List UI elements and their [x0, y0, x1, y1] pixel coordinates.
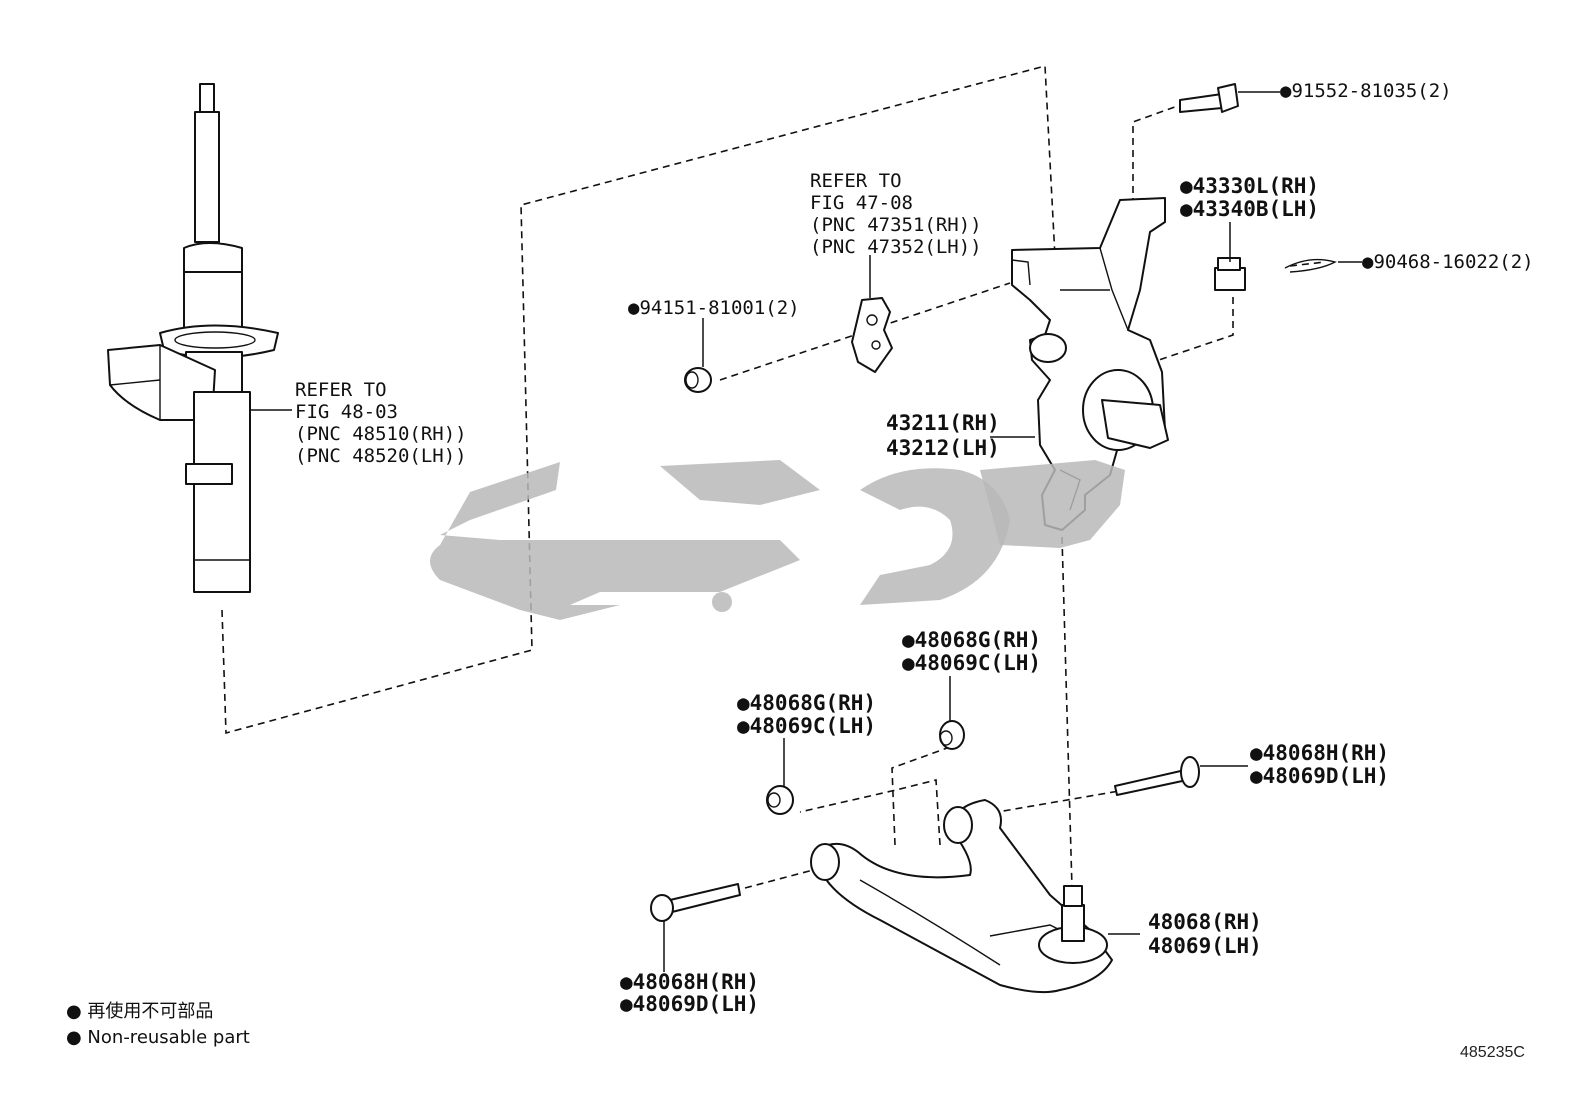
sensor-ref-line-3: (PNC 47351(RH))	[810, 214, 982, 236]
callout-sensor-ref: REFER TO FIG 47-08 (PNC 47351(RH)) (PNC …	[810, 170, 982, 258]
brand-logo-watermark	[430, 460, 1125, 620]
assembly-dashed-lines	[221, 64, 1326, 889]
legend-line-english: ● Non-reusable part	[66, 1027, 250, 1048]
callout-lower-arm-lh: 48069(LH)	[1148, 934, 1262, 958]
bolt-right	[1114, 756, 1200, 796]
castle-nut	[1214, 257, 1246, 291]
lower-control-arm	[810, 799, 1113, 994]
bushing-left	[766, 785, 794, 815]
legend: ● 再使用不可部品 ● Non-reusable part	[66, 1001, 250, 1048]
strut-ref-line-2: FIG 48-03	[295, 401, 398, 423]
legend-line-japanese: ● 再使用不可部品	[66, 1001, 213, 1022]
callout-bolt-bottom-lh: ●48069D(LH)	[620, 992, 759, 1016]
callout-knuckle-rh: 43211(RH)	[886, 411, 1000, 435]
callout-bolt-right-rh: ●48068H(RH)	[1250, 741, 1389, 765]
bolt-top	[1179, 83, 1280, 113]
sensor-ref-line-4: (PNC 47352(LH))	[810, 236, 982, 258]
callout-nut-bracket-lh: ●43340B(LH)	[1180, 197, 1319, 221]
small-nut	[684, 367, 712, 393]
callout-strut-ref: REFER TO FIG 48-03 (PNC 48510(RH)) (PNC …	[295, 379, 467, 467]
bushing-upper	[939, 720, 965, 750]
strut-ref-line-1: REFER TO	[295, 379, 387, 401]
callout-cotter-pin: ●90468-16022(2)	[1362, 251, 1534, 273]
callout-lower-arm-rh: 48068(RH)	[1148, 910, 1262, 934]
callout-nut-bracket-rh: ●43330L(RH)	[1180, 174, 1319, 198]
callout-knuckle-lh: 43212(LH)	[886, 436, 1000, 460]
callout-bushing-upper-rh: ●48068G(RH)	[902, 628, 1041, 652]
leader-lines	[250, 222, 1248, 972]
callout-bolt-bottom-rh: ●48068H(RH)	[620, 970, 759, 994]
strut-ref-line-4: (PNC 48520(LH))	[295, 445, 467, 467]
callout-small-nut: ●94151-81001(2)	[628, 297, 800, 319]
bolt-bottom	[650, 883, 741, 922]
shock-absorber-strut	[107, 83, 279, 593]
callout-bolt-right-lh: ●48069D(LH)	[1250, 764, 1389, 788]
steering-knuckle	[1011, 197, 1169, 531]
callout-bushing-left-lh: ●48069C(LH)	[737, 714, 876, 738]
sensor-ref-line-1: REFER TO	[810, 170, 902, 192]
callout-bushing-upper-lh: ●48069C(LH)	[902, 651, 1041, 675]
diagram-code: 485235C	[1460, 1044, 1525, 1061]
strut-ref-line-3: (PNC 48510(RH))	[295, 423, 467, 445]
cotter-pin	[1284, 258, 1362, 273]
callout-bushing-left-rh: ●48068G(RH)	[737, 691, 876, 715]
callout-bolt-top: ●91552-81035(2)	[1280, 80, 1452, 102]
sensor-ref-line-2: FIG 47-08	[810, 192, 913, 214]
sensor-bracket	[851, 297, 893, 373]
